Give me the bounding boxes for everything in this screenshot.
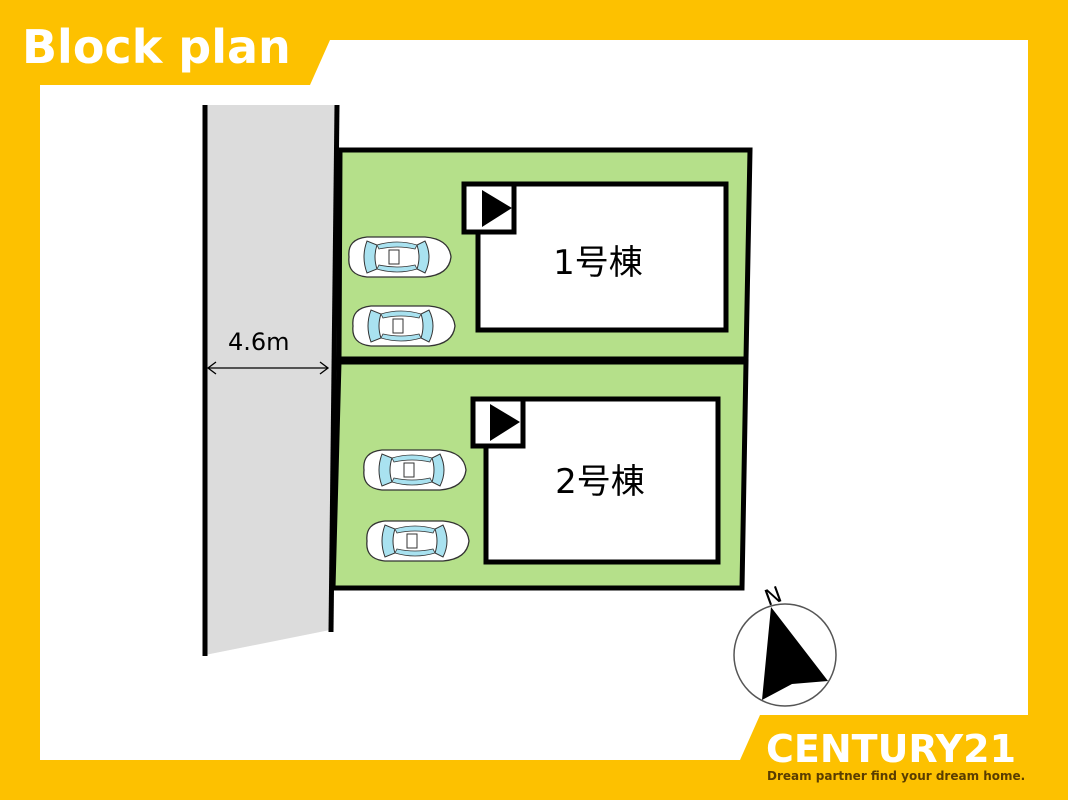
car-icon bbox=[352, 305, 456, 347]
road-width-arrow bbox=[206, 361, 330, 375]
building-1-label: 1号棟 bbox=[553, 243, 643, 283]
entrance-arrow-icon bbox=[490, 404, 520, 441]
building-1 bbox=[475, 181, 729, 333]
brand-tagline: Dream partner find your dream home. bbox=[767, 769, 1025, 783]
entrance-arrow-icon bbox=[482, 190, 512, 227]
car-icon bbox=[348, 236, 452, 278]
car-icon bbox=[363, 449, 467, 491]
building-2-label: 2号棟 bbox=[555, 462, 645, 502]
road-width-label: 4.6m bbox=[228, 328, 290, 356]
brand-logo: CENTURY21 bbox=[766, 727, 1016, 771]
page-title: Block plan bbox=[22, 20, 291, 74]
road bbox=[205, 105, 336, 655]
car-icon bbox=[366, 520, 470, 562]
